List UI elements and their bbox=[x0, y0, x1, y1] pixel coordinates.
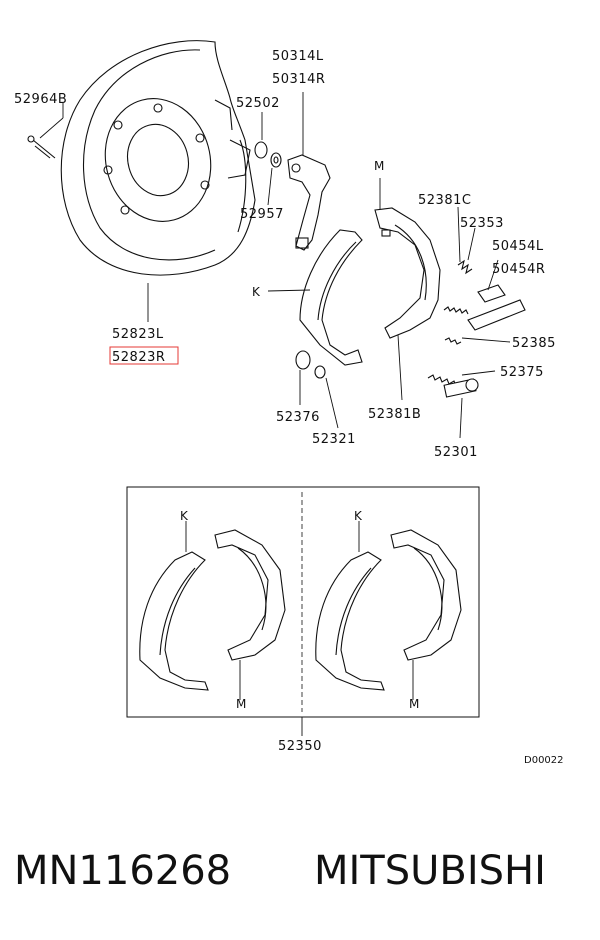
lever-drawing bbox=[287, 154, 331, 251]
label-52823L: 52823L bbox=[112, 327, 164, 342]
shoe-k-top-drawing bbox=[299, 229, 363, 366]
label-52957: 52957 bbox=[240, 207, 284, 222]
label-52385: 52385 bbox=[512, 336, 556, 351]
label-M-kit-left: M bbox=[236, 697, 246, 711]
label-50314R: 50314R bbox=[272, 72, 325, 87]
label-52381C: 52381C bbox=[418, 193, 471, 208]
label-K-top: K bbox=[252, 285, 261, 299]
washer-drawing bbox=[254, 141, 282, 168]
label-52502: 52502 bbox=[236, 96, 280, 111]
label-52964B: 52964B bbox=[14, 92, 67, 107]
kit-box bbox=[126, 486, 480, 736]
shoe-m-top-drawing bbox=[374, 207, 441, 339]
highlight-52823R bbox=[109, 346, 179, 365]
label-52321: 52321 bbox=[312, 432, 356, 447]
kit-shoes-right-drawing bbox=[315, 521, 462, 700]
label-M-kit-right: M bbox=[409, 697, 419, 711]
label-52376: 52376 bbox=[276, 410, 320, 425]
leader-lines-top bbox=[39, 92, 511, 439]
backing-plate-drawing bbox=[60, 40, 256, 276]
kit-shoes-left-drawing bbox=[139, 521, 286, 700]
label-52350: 52350 bbox=[278, 739, 322, 754]
label-M-top: M bbox=[374, 159, 384, 173]
footer-brand: MITSUBISHI bbox=[314, 848, 546, 894]
diagram-reference-code: D00022 bbox=[524, 755, 564, 766]
label-50454R: 50454R bbox=[492, 262, 545, 277]
label-K-kit-right: K bbox=[354, 509, 363, 523]
label-50454L: 50454L bbox=[492, 239, 544, 254]
springs-drawing bbox=[295, 259, 526, 398]
label-50314L: 50314L bbox=[272, 49, 324, 64]
label-52301: 52301 bbox=[434, 445, 478, 460]
label-52353: 52353 bbox=[460, 216, 504, 231]
label-52823R: 52823R bbox=[112, 350, 165, 365]
label-K-kit-left: K bbox=[180, 509, 189, 523]
label-52375: 52375 bbox=[500, 365, 544, 380]
bolt-drawing bbox=[27, 135, 56, 159]
label-52381B: 52381B bbox=[368, 407, 421, 422]
footer-part-number: MN116268 bbox=[14, 848, 231, 894]
